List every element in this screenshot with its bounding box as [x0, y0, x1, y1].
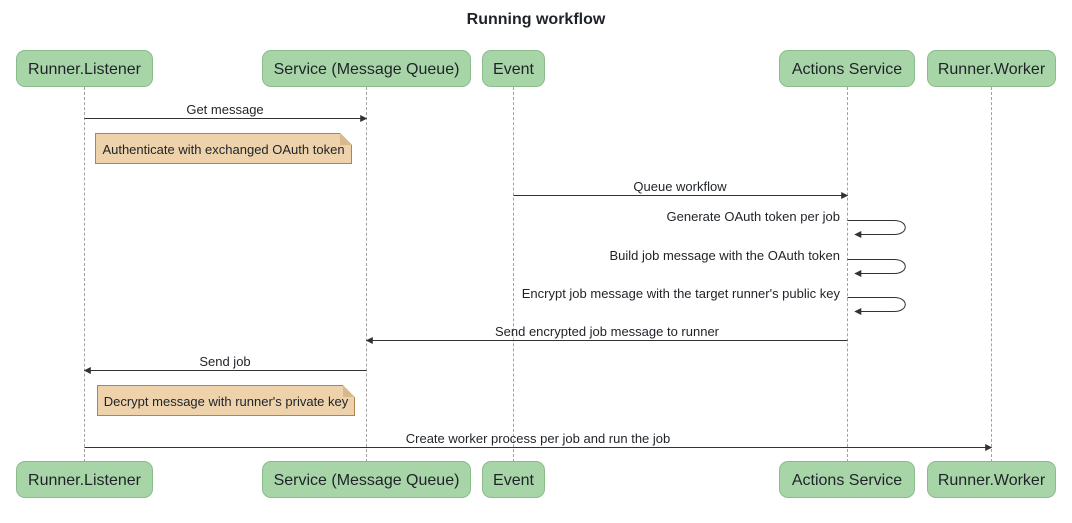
actor-bottom-service-message-queue: Service (Message Queue) [262, 461, 471, 498]
actor-top-runner-listener: Runner.Listener [16, 50, 153, 87]
message-label-send-job: Send job [199, 354, 251, 369]
actor-bottom-runner-worker: Runner.Worker [927, 461, 1056, 498]
actor-top-event: Event [482, 50, 545, 87]
note-decrypt-private-key: Decrypt message with runner's private ke… [97, 385, 355, 416]
lifeline-event [513, 87, 514, 462]
note-authenticate-oauth: Authenticate with exchanged OAuth token [95, 133, 352, 164]
arrow-encrypt-job-message-self [847, 297, 906, 315]
lifeline-runner-worker [991, 87, 992, 462]
arrow-build-job-message-self [847, 259, 906, 277]
actor-bottom-runner-listener: Runner.Listener [16, 461, 153, 498]
message-label-build-job-message: Build job message with the OAuth token [609, 248, 840, 263]
message-label-generate-oauth-token: Generate OAuth token per job [666, 209, 840, 224]
diagram-title: Running workflow [466, 11, 606, 28]
lifeline-service-message-queue [366, 87, 367, 462]
message-label-queue-workflow: Queue workflow [633, 179, 727, 194]
lifeline-actions-service [847, 87, 848, 462]
lifeline-runner-listener [84, 87, 85, 462]
message-label-encrypt-job-message: Encrypt job message with the target runn… [521, 286, 840, 301]
message-label-get-message: Get message [186, 102, 264, 117]
message-label-send-encrypted-job-message: Send encrypted job message to runner [494, 324, 720, 339]
actor-bottom-event: Event [482, 461, 545, 498]
actor-top-runner-worker: Runner.Worker [927, 50, 1056, 87]
actor-bottom-actions-service: Actions Service [779, 461, 915, 498]
arrow-generate-oauth-token-self [847, 220, 906, 238]
message-label-create-worker-process: Create worker process per job and run th… [405, 431, 671, 446]
actor-top-service-message-queue: Service (Message Queue) [262, 50, 471, 87]
actor-top-actions-service: Actions Service [779, 50, 915, 87]
